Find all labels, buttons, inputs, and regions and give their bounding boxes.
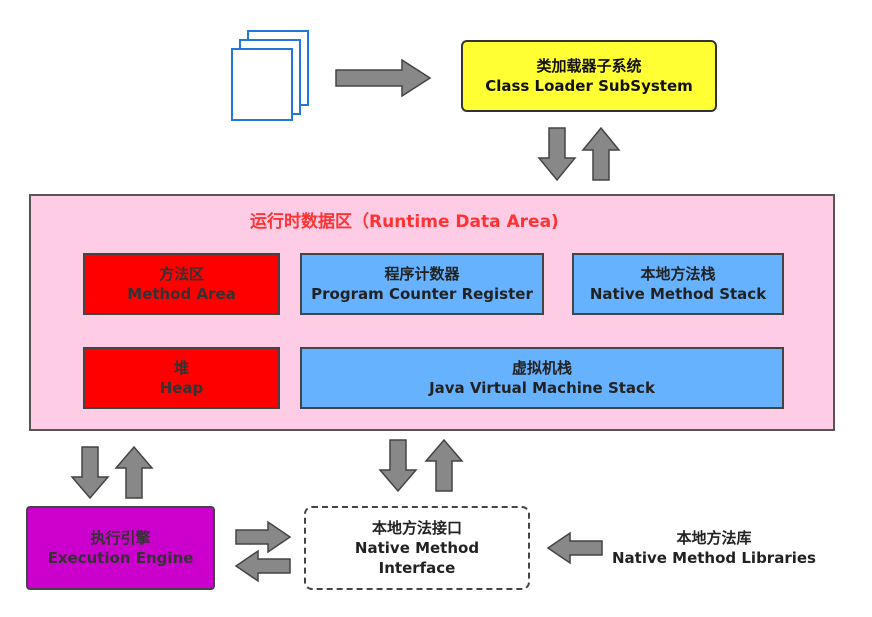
arrow-left-from-native-libraries xyxy=(546,531,603,565)
program-counter-register: 程序计数器 Program Counter Register xyxy=(300,253,544,315)
heap-en: Heap xyxy=(159,379,204,397)
arrow-down-to-execution-engine xyxy=(70,446,110,500)
class-loader-en: Class Loader SubSystem xyxy=(485,77,693,95)
jvm-stack-zh: 虚拟机栈 xyxy=(511,359,572,377)
execution-engine: 执行引擎 Execution Engine xyxy=(26,506,215,590)
arrow-up-from-native-interface xyxy=(424,438,464,492)
arrow-right-to-class-loader xyxy=(335,58,432,98)
native-method-libraries: 本地方法库 Native Method Libraries xyxy=(608,524,820,572)
native-interface-zh: 本地方法接口 xyxy=(371,519,462,537)
java-virtual-machine-stack: 虚拟机栈 Java Virtual Machine Stack xyxy=(300,347,784,409)
heap-zh: 堆 xyxy=(173,359,189,377)
arrow-down-to-native-interface xyxy=(378,439,418,493)
arrow-up-from-execution-engine xyxy=(114,445,154,499)
pc-register-en: Program Counter Register xyxy=(311,285,533,303)
jvm-stack-en: Java Virtual Machine Stack xyxy=(429,379,655,397)
execution-engine-en: Execution Engine xyxy=(47,549,194,567)
arrow-up-to-class-loader xyxy=(581,126,621,181)
native-method-interface: 本地方法接口 Native Method Interface xyxy=(304,506,530,590)
class-loader-zh: 类加载器子系统 xyxy=(536,57,642,75)
native-stack-en: Native Method Stack xyxy=(589,285,767,303)
runtime-data-area-title: 运行时数据区（Runtime Data Area) xyxy=(250,212,559,232)
arrow-down-to-runtime xyxy=(537,127,577,182)
pc-register-zh: 程序计数器 xyxy=(384,265,460,283)
arrow-right-to-native-interface xyxy=(235,520,292,554)
class-loader-subsystem: 类加载器子系统 Class Loader SubSystem xyxy=(461,40,717,112)
execution-engine-zh: 执行引擎 xyxy=(90,529,151,547)
native-method-stack: 本地方法栈 Native Method Stack xyxy=(572,253,784,315)
native-libraries-zh: 本地方法库 xyxy=(676,529,752,547)
arrow-left-to-execution-engine xyxy=(234,549,291,583)
native-interface-en-2: Interface xyxy=(378,559,456,577)
native-stack-zh: 本地方法栈 xyxy=(640,265,716,283)
native-interface-en-1: Native Method xyxy=(354,539,480,557)
heap: 堆 Heap xyxy=(83,347,280,409)
method-area-en: Method Area xyxy=(127,285,236,303)
method-area: 方法区 Method Area xyxy=(83,253,280,315)
native-libraries-en: Native Method Libraries xyxy=(612,549,816,567)
method-area-zh: 方法区 xyxy=(158,265,204,283)
